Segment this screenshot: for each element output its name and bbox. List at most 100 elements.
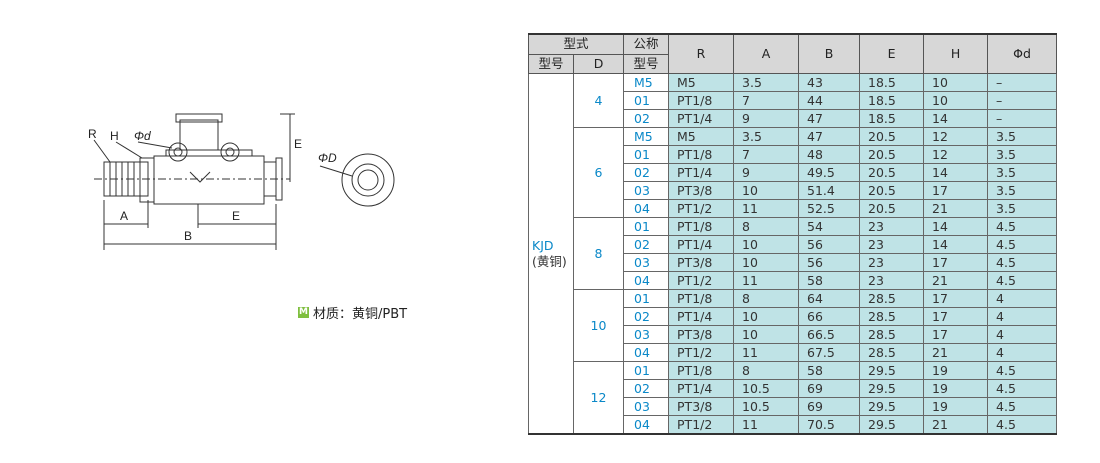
value-cell-phid: 4.5: [987, 217, 1058, 236]
value-cell-e: 20.5: [859, 145, 925, 164]
value-cell-phid: 4: [987, 307, 1058, 326]
value-cell-e: 29.5: [859, 379, 925, 398]
value-cell-phid: 4.5: [987, 361, 1058, 380]
label-a: A: [120, 209, 128, 223]
value-cell-a: 11: [733, 271, 800, 290]
value-cell-a: 11: [733, 199, 800, 218]
value-cell-phid: –: [987, 91, 1058, 110]
value-cell-r: PT1/8: [668, 217, 735, 236]
value-cell-h: 17: [923, 289, 989, 308]
value-cell-phid: 3.5: [987, 145, 1058, 164]
nominal-code-cell: 02: [623, 163, 670, 182]
material-badge: M: [298, 307, 309, 318]
value-cell-b: 69: [798, 397, 861, 416]
nominal-code-cell: 03: [623, 253, 670, 272]
d-cell: 12: [572, 361, 625, 435]
value-cell-phid: –: [987, 73, 1058, 92]
value-cell-phid: 3.5: [987, 181, 1058, 200]
header-col-phid: Φd: [987, 33, 1058, 74]
value-cell-b: 43: [798, 73, 861, 92]
value-cell-r: PT1/4: [668, 235, 735, 254]
value-cell-phid: 4.5: [987, 397, 1058, 416]
value-cell-e: 29.5: [859, 415, 925, 435]
header-model-no: 型号: [528, 53, 574, 75]
value-cell-b: 51.4: [798, 181, 861, 200]
value-cell-b: 66: [798, 307, 861, 326]
value-cell-r: PT1/8: [668, 289, 735, 308]
value-cell-phid: 3.5: [987, 199, 1058, 218]
nominal-code-cell: 01: [623, 91, 670, 110]
value-cell-e: 28.5: [859, 343, 925, 362]
value-cell-h: 17: [923, 307, 989, 326]
value-cell-h: 19: [923, 361, 989, 380]
value-cell-b: 56: [798, 253, 861, 272]
nominal-code-cell: 02: [623, 109, 670, 128]
value-cell-a: 10.5: [733, 379, 800, 398]
value-cell-a: 10.5: [733, 397, 800, 416]
value-cell-r: M5: [668, 127, 735, 146]
value-cell-e: 23: [859, 271, 925, 290]
value-cell-r: PT1/2: [668, 415, 735, 435]
value-cell-a: 10: [733, 181, 800, 200]
nominal-code-cell: 03: [623, 397, 670, 416]
header-nominal-1: 公称: [623, 33, 670, 55]
value-cell-h: 14: [923, 163, 989, 182]
nominal-code-cell: 04: [623, 343, 670, 362]
value-cell-h: 17: [923, 181, 989, 200]
value-cell-phid: 3.5: [987, 127, 1058, 146]
value-cell-phid: 3.5: [987, 163, 1058, 182]
fitting-technical-drawing: R H Φd A E B E ΦD: [88, 113, 395, 250]
value-cell-h: 14: [923, 235, 989, 254]
value-cell-r: PT1/4: [668, 379, 735, 398]
value-cell-phid: 4.5: [987, 271, 1058, 290]
value-cell-e: 23: [859, 253, 925, 272]
value-cell-h: 17: [923, 325, 989, 344]
header-form: 型式: [527, 33, 625, 55]
value-cell-e: 28.5: [859, 325, 925, 344]
value-cell-b: 49.5: [798, 163, 861, 182]
value-cell-b: 66.5: [798, 325, 861, 344]
model-name: KJD: [532, 237, 554, 253]
value-cell-a: 8: [733, 361, 800, 380]
value-cell-r: PT3/8: [668, 253, 735, 272]
nominal-code-cell: M5: [623, 127, 670, 146]
value-cell-r: PT1/4: [668, 163, 735, 182]
value-cell-h: 17: [923, 253, 989, 272]
d-cell: 10: [572, 289, 625, 362]
model-material: (黄铜): [532, 253, 567, 269]
nominal-code-cell: 01: [623, 145, 670, 164]
value-cell-b: 58: [798, 271, 861, 290]
header-col-b: B: [798, 33, 861, 74]
value-cell-b: 52.5: [798, 199, 861, 218]
nominal-code-cell: 01: [623, 217, 670, 236]
label-r: R: [88, 127, 97, 141]
value-cell-h: 10: [923, 73, 989, 92]
value-cell-e: 20.5: [859, 127, 925, 146]
value-cell-e: 20.5: [859, 163, 925, 182]
value-cell-b: 48: [798, 145, 861, 164]
value-cell-e: 18.5: [859, 91, 925, 110]
value-cell-phid: 4.5: [987, 415, 1058, 435]
value-cell-a: 9: [733, 109, 800, 128]
value-cell-a: 10: [733, 325, 800, 344]
header-row-1: 型式 公称 R A B E H Φd: [527, 33, 1058, 74]
value-cell-r: PT1/8: [668, 361, 735, 380]
value-cell-a: 9: [733, 163, 800, 182]
value-cell-r: PT1/8: [668, 145, 735, 164]
label-e-bottom: E: [232, 209, 240, 223]
label-phi-big-d: ΦD: [318, 151, 337, 165]
value-cell-a: 7: [733, 145, 800, 164]
value-cell-phid: –: [987, 109, 1058, 128]
nominal-code-cell: 03: [623, 325, 670, 344]
value-cell-r: PT1/2: [668, 271, 735, 290]
